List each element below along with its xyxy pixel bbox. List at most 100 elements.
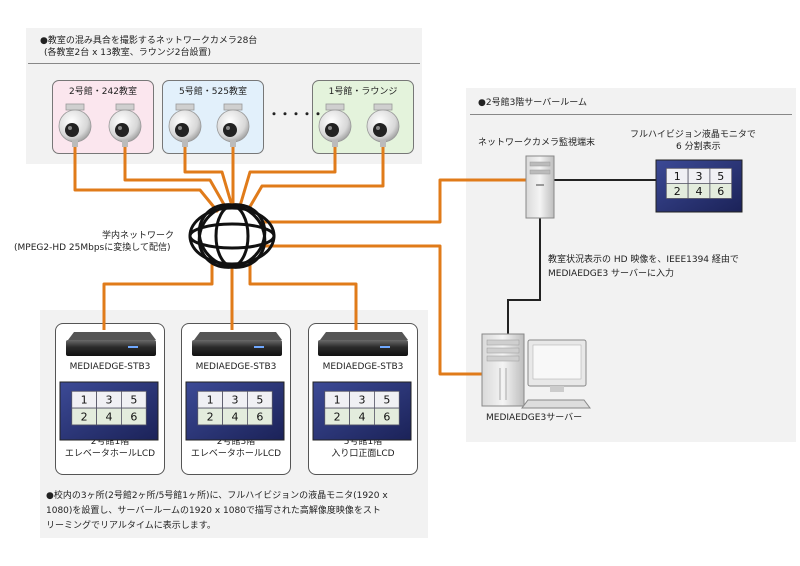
screen-cell-number: 5: [383, 394, 390, 407]
screen-cell: 4: [222, 407, 248, 426]
camera-panel-divider: [28, 63, 420, 64]
camera-panel-subtitle: (各教室2台 x 13教室、ラウンジ2台設置): [44, 48, 211, 58]
screen-cell-number: 6: [383, 411, 390, 424]
network-sublabel: (MPEG2-HD 25Mbpsに変換して配信): [14, 243, 171, 253]
footer-line1: ●校内の3ヶ所(2号館2ヶ所/5号館1ヶ所)に、フルハイビジョンの液晶モニタ(1…: [46, 491, 388, 501]
ieee-text-line2: MEDIAEDGE3 サーバーに入力: [548, 269, 674, 279]
cable-ieee1394: [507, 218, 541, 336]
screen-cell-number: 2: [207, 411, 214, 424]
set-top-box-icon: [318, 332, 408, 356]
stb-location: 5号館1階 入り口正面LCD: [331, 437, 395, 459]
server-tower-icon: [481, 333, 525, 407]
screen-cell: 5: [709, 167, 733, 184]
screen-cell: 4: [349, 407, 375, 426]
stb-device-group: [66, 332, 408, 356]
black-cables: [507, 179, 656, 336]
screen-cell-number: 3: [232, 394, 239, 407]
screen-cell-number: 3: [359, 394, 366, 407]
screen-cell-number: 1: [207, 394, 214, 407]
split-screen-display: 1 3 5 2 4 6: [185, 381, 285, 441]
screen-cell: 3: [687, 167, 711, 184]
screen-cell: 5: [121, 390, 147, 409]
set-top-box-icon: [66, 332, 156, 356]
screen-cell-number: 4: [232, 411, 239, 424]
cable-to-server: [260, 244, 482, 376]
screen-cell-number: 2: [674, 185, 681, 198]
stb-name: MEDIAEDGE-STB3: [322, 362, 404, 372]
screen-cell: 3: [96, 390, 122, 409]
screen-cell-number: 5: [717, 170, 724, 183]
stb-location: 2号館3階 エレベータホールLCD: [190, 437, 282, 459]
footer-line3: リーミングでリアルタイムに表示します。: [46, 521, 216, 531]
screen-cell-number: 5: [130, 394, 137, 407]
network-camera-icon: [318, 103, 352, 147]
network-camera-icon: [366, 103, 400, 147]
footer-panel: [40, 482, 428, 538]
split-screen-display: 1 3 5 2 4 6: [59, 381, 159, 441]
ieee-text-line1: 教室状況表示の HD 映像を、IEEE1394 経由で: [548, 255, 739, 265]
camera-panel-title: ●教室の混み具合を撮影するネットワークカメラ28台: [40, 36, 258, 46]
server-monitor-icon: [521, 339, 591, 409]
screen-cell: 4: [96, 407, 122, 426]
screen-cell: 5: [247, 390, 273, 409]
screen-cell-number: 6: [256, 411, 263, 424]
network-camera-icon: [58, 103, 92, 147]
screen-cell: 3: [222, 390, 248, 409]
screen-cell: 6: [247, 407, 273, 426]
screen-cell-number: 2: [334, 411, 341, 424]
screen-cell: 6: [121, 407, 147, 426]
footer-line2: 1080)を設置し、サーバールームの1920 x 1080で描写された高解像度映…: [46, 506, 381, 516]
cable-to-monitor-pc: [262, 178, 528, 224]
screen-cell: 6: [374, 407, 400, 426]
screen-cell-number: 4: [106, 411, 113, 424]
screen-cell-number: 1: [81, 394, 88, 407]
split-screen-display: 1 3 5 2 4 6: [655, 159, 743, 213]
room-label: 2号館・242教室: [69, 87, 137, 97]
server-room-title: ●2号館3階サーバールーム: [478, 98, 587, 108]
screen-cell-number: 4: [696, 185, 703, 198]
cable-to-stb-3: [248, 262, 358, 330]
screen-cell: 4: [687, 182, 711, 199]
cable-cam-3: [183, 146, 234, 207]
screen-cell-number: 1: [334, 394, 341, 407]
network-knot-icon: [188, 203, 276, 269]
orange-cables: [73, 146, 528, 376]
screen-cell-number: 1: [674, 170, 681, 183]
room-label: 5号館・525教室: [179, 87, 247, 97]
split-screen-group: 1 3 5 2 4 6 1 3 5 2 4 6 1 3 5 2 4 6 1 3 5 2 4 6: [59, 159, 743, 441]
stb-name: MEDIAEDGE-STB3: [195, 362, 277, 372]
screen-cell: 2: [197, 407, 223, 426]
cable-cam-6: [246, 146, 385, 211]
screen-cell: 6: [709, 182, 733, 199]
screen-cell-number: 2: [81, 411, 88, 424]
more-rooms-ellipsis: ・・・・・: [268, 107, 324, 121]
screen-cell: 2: [324, 407, 350, 426]
display-label-line1: フルハイビジョン液晶モニタで: [630, 130, 756, 140]
screen-cell-number: 3: [696, 170, 703, 183]
screen-cell-number: 5: [256, 394, 263, 407]
screen-cell-number: 4: [359, 411, 366, 424]
set-top-box-icon: [192, 332, 282, 356]
cable-to-stb-1: [102, 262, 214, 330]
screen-cell-number: 3: [106, 394, 113, 407]
screen-cell: 3: [349, 390, 375, 409]
network-label: 学内ネットワーク: [102, 231, 175, 241]
screen-cell: 1: [324, 390, 350, 409]
stb-name: MEDIAEDGE-STB3: [69, 362, 151, 372]
stb-location: 2号館1階 エレベータホールLCD: [64, 437, 156, 459]
screen-cell-number: 6: [717, 185, 724, 198]
cable-cam-2: [123, 146, 228, 209]
monitor-pc-icon: [525, 155, 555, 219]
server-room-divider: [470, 114, 792, 115]
screen-cell-number: 6: [130, 411, 137, 424]
network-camera-icon: [216, 103, 250, 147]
screen-cell: 2: [71, 407, 97, 426]
network-camera-icon: [108, 103, 142, 147]
screen-cell: 1: [197, 390, 223, 409]
split-screen-display: 1 3 5 2 4 6: [312, 381, 412, 441]
cable-cam-5: [238, 146, 337, 207]
screen-cell: 1: [665, 167, 689, 184]
network-camera-icon: [168, 103, 202, 147]
screen-cell: 5: [374, 390, 400, 409]
